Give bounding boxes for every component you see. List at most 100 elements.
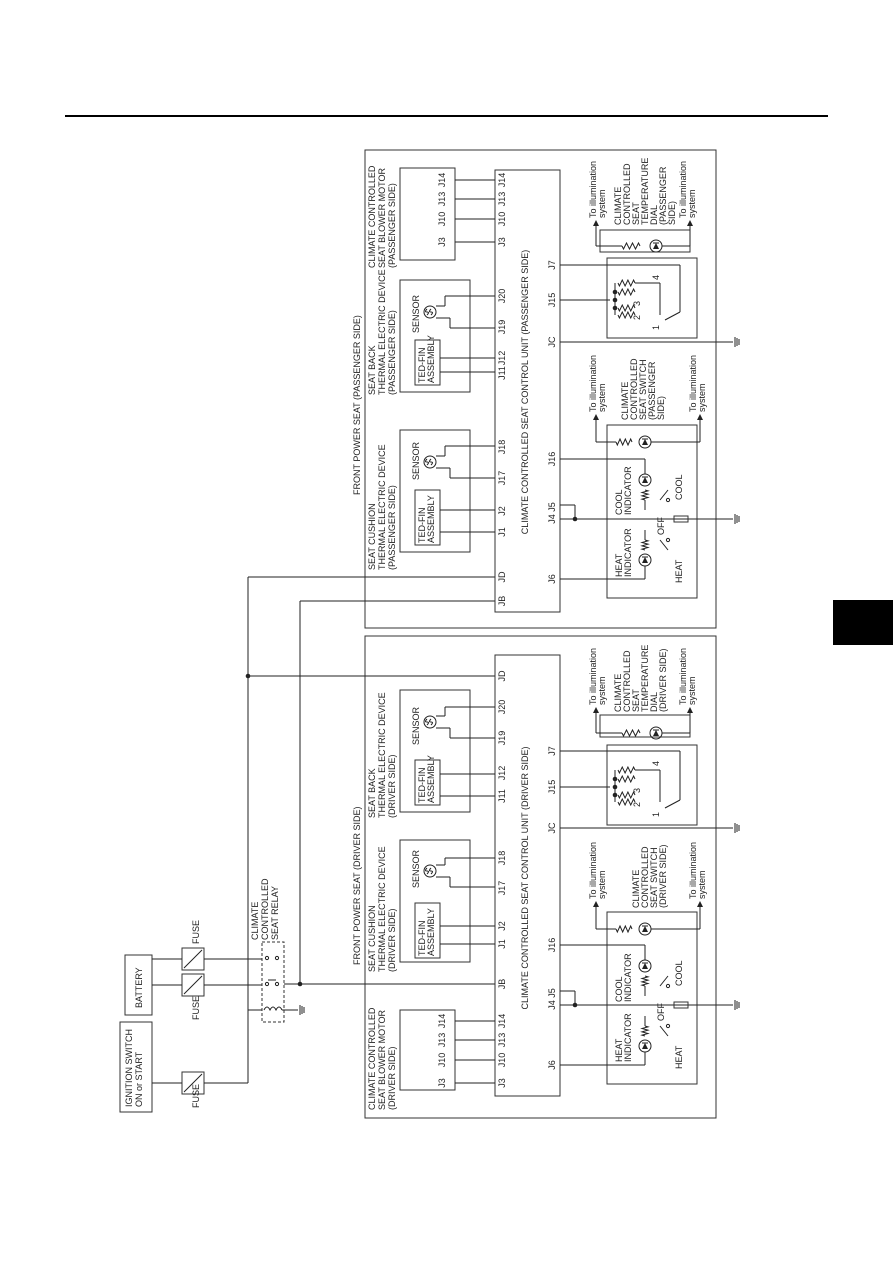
- terminal-label: J6: [547, 574, 557, 584]
- driver-dial-illum-left-line: To illumination: [588, 648, 598, 705]
- driver-control-unit-label: CLIMATE CONTROLLED SEAT CONTROL UNIT (DR…: [520, 746, 530, 1009]
- sensor-thermistor-icon: [423, 455, 437, 469]
- driver-cushion-tedfin-box: [414, 902, 441, 959]
- passenger-cushion-tedfin-box: [414, 489, 441, 546]
- terminal-label: J12: [497, 766, 507, 781]
- driver-dial-label-line: (DRIVER SIDE): [658, 648, 668, 712]
- terminal-label: J11: [497, 366, 507, 380]
- passenger-dial-pos2-line: 2: [632, 315, 642, 320]
- driver-cushion-sensor-label: SENSOR: [411, 849, 421, 888]
- terminal-label: J18: [497, 851, 507, 866]
- driver-heat-indicator-label-line: HEAT: [614, 1038, 624, 1062]
- driver-back-tedfin-box: [414, 759, 441, 806]
- battery-label-line: BATTERY: [134, 967, 144, 1008]
- terminal-label: J17: [497, 471, 507, 486]
- passenger-switch-box: [606, 424, 698, 599]
- passenger-dial-wiper: [664, 311, 681, 321]
- passenger-dial-resistor: [617, 303, 636, 313]
- passenger-blower-motor-label-line: CLIMATE CONTROLLED: [367, 165, 377, 268]
- terminal-label: JB: [497, 596, 507, 607]
- terminal-label: JB: [497, 979, 507, 990]
- passenger-dial-illum-right-line: system: [687, 189, 697, 218]
- driver-dial-resistor: [617, 774, 636, 784]
- fuse-label-bat-line: FUSE: [191, 996, 201, 1020]
- driver-heat-indicator-label-line: INDICATOR: [623, 1013, 633, 1062]
- relay-label-line: CONTROLLED: [260, 878, 270, 940]
- passenger-switch-cool-contact: [659, 489, 669, 501]
- sensor-thermistor-icon: [423, 715, 437, 729]
- ignition-switch-label-line: IGNITION SWITCH: [124, 1029, 134, 1107]
- passenger-cushion-device-label-line: SEAT CUSHION: [367, 503, 377, 570]
- passenger-back-device-label-line: THERMAL ELECTRIC DEVICE: [377, 269, 387, 395]
- passenger-switch-illum-right-line: system: [697, 383, 707, 412]
- terminal-label: J1: [497, 527, 507, 537]
- driver-dial-label-line: CLIMATE: [613, 674, 623, 712]
- driver-switch-box: [606, 911, 698, 1085]
- driver-dial-illum-right-line: To illumination: [678, 648, 688, 705]
- passenger-back-sensor-label: SENSOR: [411, 294, 421, 333]
- driver-dial-label-line: CONTROLLED: [622, 650, 632, 712]
- terminal-label: J20: [497, 700, 507, 715]
- relay-contacts-icon: [264, 955, 280, 987]
- driver-back-device-box: [399, 689, 471, 813]
- fuse-label-ign-line: FUSE: [191, 1084, 201, 1108]
- driver-switch-lever: [673, 1001, 689, 1009]
- driver-cushion-device-label-line: SEAT CUSHION: [367, 905, 377, 972]
- driver-cool-indicator-label-line: COOL: [614, 976, 624, 1002]
- passenger-heat-label: HEAT: [674, 559, 684, 583]
- passenger-heat-label-line: HEAT: [674, 559, 684, 583]
- driver-dial-pos3: 3: [632, 788, 642, 793]
- driver-section-frame: [364, 635, 717, 1119]
- ground-icon: [299, 1005, 305, 1015]
- terminal-label: J12: [497, 351, 507, 366]
- passenger-cushion-device-label-line: (PASSENGER SIDE): [387, 485, 397, 570]
- relay-coil-icon: [263, 1006, 283, 1012]
- terminal-label: J7: [547, 260, 557, 270]
- passenger-cushion-sensor-label-line: SENSOR: [411, 441, 421, 480]
- terminal-label: J11: [497, 789, 507, 803]
- driver-cushion-tedfin-label-line: ASSEMBLY: [426, 908, 436, 956]
- driver-dial-pos4: 4: [651, 761, 661, 766]
- led-icon: [638, 553, 652, 567]
- ground-icon: [734, 514, 740, 524]
- driver-back-device-label-line: SEAT BACK: [367, 768, 377, 818]
- driver-cool-label-line: COOL: [674, 960, 684, 986]
- passenger-dial-label-line: SEAT: [631, 202, 641, 225]
- driver-switch-illum-left-line: system: [597, 870, 607, 899]
- passenger-unit-terminal: J10: [497, 212, 507, 227]
- driver-heat-label: HEAT: [674, 1045, 684, 1069]
- passenger-dial-box: [606, 257, 698, 339]
- passenger-cool-label-line: COOL: [674, 474, 684, 500]
- driver-dial-pos3-line: 3: [632, 788, 642, 793]
- driver-switch-illum-resistor: [615, 924, 633, 934]
- terminal-label: J16: [547, 938, 557, 953]
- passenger-motor-terminal: J13: [437, 192, 447, 207]
- driver-unit-terminal: J10: [497, 1053, 507, 1068]
- ground-icon: [734, 337, 740, 347]
- passenger-switch-illum-right-line: To illumination: [688, 355, 698, 412]
- terminal-label: J5: [547, 988, 557, 998]
- led-icon: [638, 435, 652, 449]
- ground-icon: [734, 1000, 740, 1010]
- passenger-switch-lever: [673, 515, 689, 523]
- passenger-section-frame: [364, 149, 717, 629]
- terminal-label: JC: [547, 336, 557, 348]
- passenger-section-title: FRONT POWER SEAT (PASSENGER SIDE): [352, 315, 362, 495]
- terminal-label: J18: [497, 440, 507, 455]
- driver-dial-illum-left-line: system: [597, 676, 607, 705]
- passenger-dial-illum-box: [599, 229, 691, 253]
- passenger-back-sensor-label-line: SENSOR: [411, 294, 421, 333]
- terminal-label: J15: [547, 293, 557, 308]
- passenger-back-tedfin-label-line: TED-FIN: [417, 348, 427, 384]
- header-rule: [65, 115, 828, 117]
- passenger-switch-heat-contact: [659, 539, 669, 551]
